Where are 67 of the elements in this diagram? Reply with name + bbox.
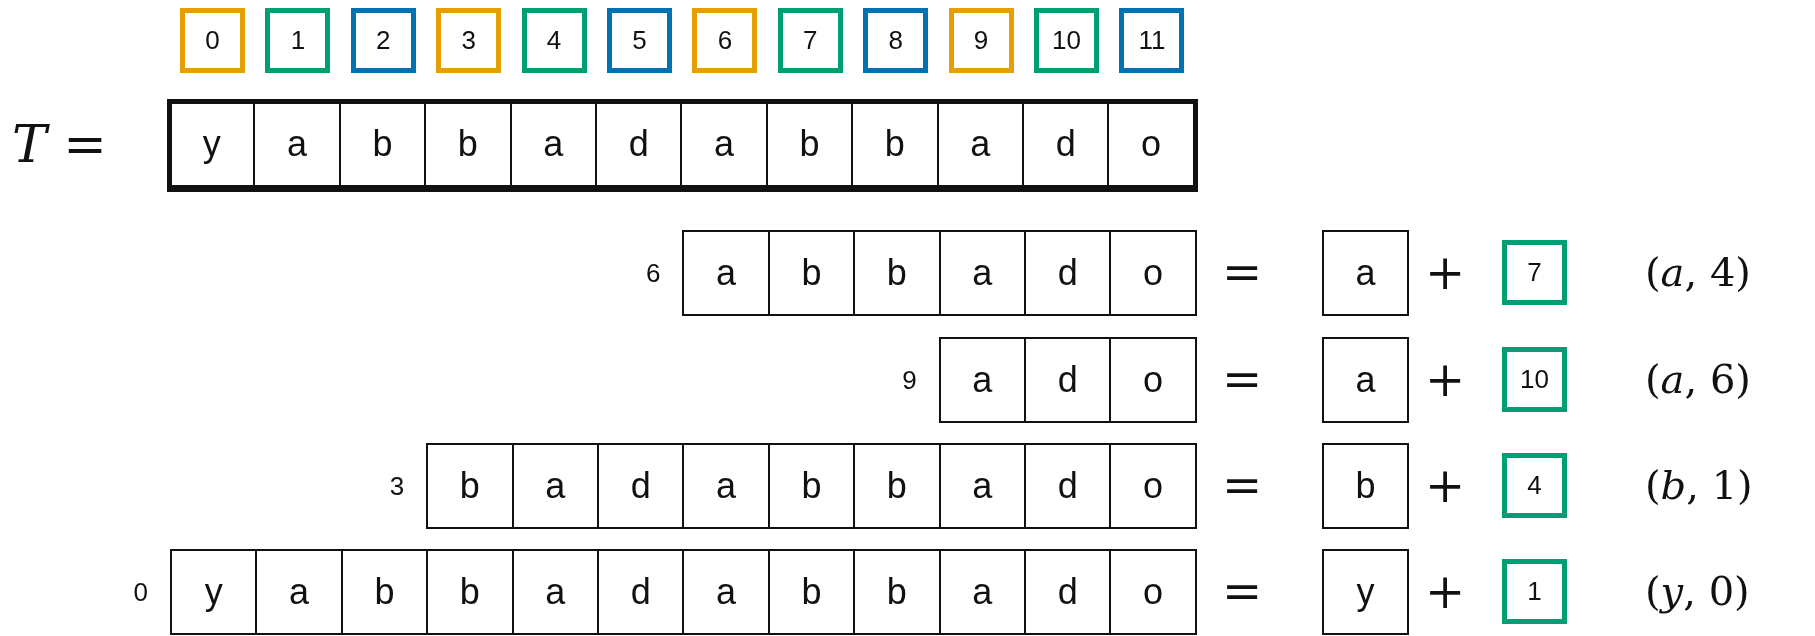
letter-cell: d: [597, 549, 685, 635]
letter-cell: a: [511, 443, 599, 529]
index-box: 1: [1502, 559, 1567, 624]
equals-sign: =: [1222, 461, 1263, 509]
letter-cell: y: [1322, 549, 1409, 635]
pair-label: (b, 1): [1645, 465, 1753, 505]
letter-cell: a: [511, 549, 599, 635]
letter-cell: o: [1109, 230, 1197, 316]
plus-sign: +: [1425, 248, 1466, 296]
letter-cell: d: [1024, 230, 1112, 316]
index-box: 6: [692, 8, 758, 73]
index-box: 7: [777, 8, 843, 73]
index-box: 10: [1034, 8, 1099, 73]
equals-sign: =: [1222, 567, 1263, 615]
index-box: 10: [1502, 347, 1567, 412]
index-box: 4: [521, 8, 587, 73]
letter-cell: a: [1322, 337, 1409, 423]
letter-cell: a: [938, 230, 1026, 316]
array-frame: [167, 99, 1198, 192]
math-label: T =: [12, 118, 107, 170]
letter-cell: b: [1322, 443, 1409, 529]
letter-cell: d: [1024, 549, 1112, 635]
letter-cell: d: [1024, 443, 1112, 529]
letter-cell: d: [597, 443, 685, 529]
index-box: 11: [1119, 8, 1185, 73]
index-box: 2: [350, 8, 416, 73]
letter-cell: b: [767, 230, 856, 316]
index-box: 4: [1502, 453, 1567, 518]
letter-cell: o: [1109, 443, 1197, 529]
equals-sign: =: [1222, 355, 1263, 403]
letter-cell: o: [1109, 337, 1197, 423]
row-number: 6: [645, 260, 661, 286]
letter-cell: b: [340, 549, 429, 635]
letter-cell: y: [170, 549, 258, 635]
letter-cell: d: [1024, 337, 1112, 423]
index-box: 8: [863, 8, 929, 73]
pair-label: (a, 4): [1645, 252, 1751, 292]
plus-sign: +: [1425, 461, 1466, 509]
letter-cell: b: [767, 443, 856, 529]
index-box: 0: [180, 8, 245, 73]
letter-cell: a: [682, 230, 770, 316]
letter-cell: o: [1109, 549, 1197, 635]
index-box: 9: [948, 8, 1014, 73]
letter-cell: a: [938, 443, 1026, 529]
letter-cell: a: [682, 549, 770, 635]
index-box: 7: [1502, 240, 1567, 305]
row-number: 0: [133, 579, 148, 605]
equals-sign: =: [1222, 248, 1263, 296]
letter-cell: b: [767, 549, 856, 635]
row-number: 9: [902, 367, 917, 393]
pair-label: (a, 6): [1645, 359, 1751, 399]
plus-sign: +: [1425, 567, 1466, 615]
index-box: 3: [436, 8, 502, 73]
letter-cell: a: [682, 443, 770, 529]
letter-cell: b: [853, 230, 941, 316]
letter-cell: a: [1322, 230, 1409, 316]
letter-cell: b: [426, 549, 514, 635]
index-box: 5: [607, 8, 672, 73]
letter-cell: a: [938, 549, 1026, 635]
index-box: 1: [265, 8, 331, 73]
letter-cell: a: [255, 549, 343, 635]
letter-cell: b: [426, 443, 514, 529]
row-number: 3: [389, 473, 405, 499]
letter-cell: b: [853, 443, 941, 529]
letter-cell: b: [853, 549, 941, 635]
plus-sign: +: [1425, 355, 1466, 403]
letter-cell: a: [938, 337, 1026, 423]
